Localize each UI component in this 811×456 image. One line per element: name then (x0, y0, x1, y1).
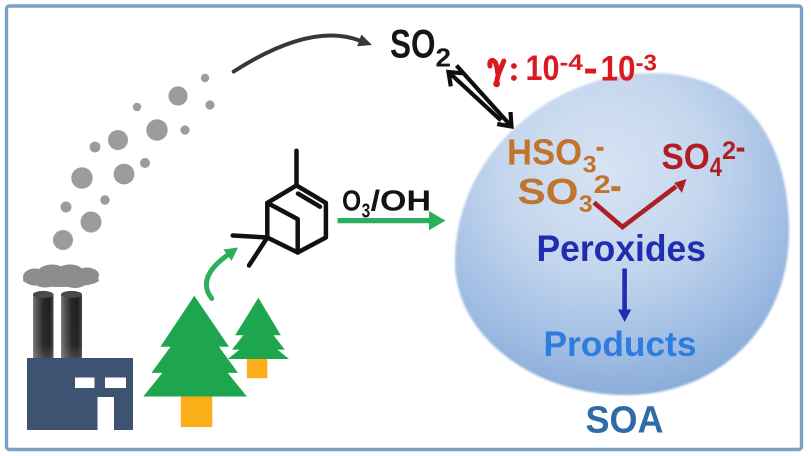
svg-text:3: 3 (583, 151, 597, 178)
svg-text:10: 10 (526, 48, 560, 88)
svg-text:SO: SO (390, 23, 436, 67)
svg-text:Peroxides: Peroxides (537, 228, 707, 269)
svg-text:2: 2 (436, 43, 452, 73)
svg-text:/OH: /OH (371, 186, 432, 218)
svg-text:Products: Products (544, 325, 697, 364)
svg-text:3: 3 (362, 201, 371, 223)
svg-text:-4: -4 (560, 50, 584, 75)
svg-text:4: 4 (710, 152, 722, 182)
svg-text:3: 3 (579, 191, 593, 218)
svg-text:SO: SO (518, 171, 579, 212)
svg-text:SO: SO (662, 136, 710, 177)
svg-text:-3: -3 (636, 50, 658, 76)
svg-text:SOA: SOA (586, 400, 664, 442)
svg-text:2: 2 (722, 137, 736, 165)
svg-text:10: 10 (601, 48, 636, 88)
svg-text:2: 2 (594, 171, 611, 199)
svg-text:HSO: HSO (507, 132, 582, 173)
svg-text:O: O (342, 186, 361, 218)
